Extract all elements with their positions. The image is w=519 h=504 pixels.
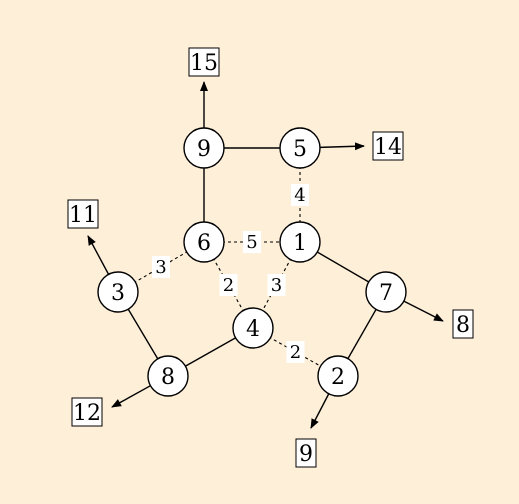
edge-weights-layer: 4 5 3 2 3 2 (152, 184, 309, 363)
output-box: 15 (188, 47, 220, 77)
node-label: 5 (293, 137, 307, 162)
node-label: 1 (293, 231, 307, 256)
edge-weight: 4 (291, 184, 309, 206)
output-box-label: 15 (190, 51, 218, 76)
node-circle (279, 127, 321, 169)
output-box-label: 8 (456, 313, 470, 338)
node-label: 7 (379, 281, 393, 306)
node-circle (232, 307, 274, 349)
edge-weight: 3 (152, 256, 170, 278)
output-box: 12 (71, 397, 103, 427)
node-n3: 3 (97, 271, 139, 313)
edge-weight-bg (286, 341, 305, 363)
edge-weight-label: 5 (246, 232, 257, 253)
edge-weight-label: 2 (223, 275, 234, 296)
output-arrow-n5 (319, 142, 365, 151)
output-box: 8 (452, 309, 474, 339)
node-n5: 5 (279, 127, 321, 169)
edge-weight-label: 3 (271, 275, 282, 296)
node-circle (279, 221, 321, 263)
node-n8: 8 (147, 355, 189, 397)
output-box-label: 12 (73, 401, 101, 426)
output-arrow-n7 (403, 300, 444, 322)
output-box: 14 (372, 131, 404, 161)
node-circle (183, 221, 225, 263)
node-n6: 6 (183, 221, 225, 263)
node-n7: 7 (365, 271, 407, 313)
node-label: 8 (161, 365, 175, 390)
node-label: 3 (111, 281, 125, 306)
edge-weight: 2 (219, 274, 238, 296)
edge-weight-bg (243, 231, 261, 253)
node-n4: 4 (232, 307, 274, 349)
edge-weight-bg (267, 274, 286, 296)
output-box: 11 (67, 199, 99, 229)
output-arrow-n3 (87, 235, 110, 275)
output-box-frame (71, 397, 103, 427)
edge-weight: 3 (267, 274, 286, 296)
node-label: 6 (197, 231, 211, 256)
output-box: 9 (295, 438, 317, 468)
edge-weight: 2 (286, 341, 305, 363)
node-label: 2 (331, 365, 345, 390)
output-box-frame (452, 309, 474, 339)
node-n9: 9 (183, 127, 225, 169)
edge-weight-label: 3 (155, 257, 166, 278)
node-circle (183, 127, 225, 169)
output-box-frame (67, 199, 99, 229)
node-n1: 1 (279, 221, 321, 263)
output-box-frame (372, 131, 404, 161)
node-label: 9 (197, 137, 211, 162)
edge-weight-label: 4 (294, 185, 305, 206)
output-box-label: 11 (69, 203, 97, 228)
output-arrow-n2 (310, 393, 330, 429)
node-circle (97, 271, 139, 313)
edge-weight-bg (152, 256, 170, 278)
node-circle (317, 355, 359, 397)
output-box-label: 9 (299, 442, 313, 467)
edge-weight-label: 2 (290, 342, 301, 363)
output-arrow-n8 (111, 385, 151, 408)
node-label: 4 (246, 317, 260, 342)
edge-weight-bg (291, 184, 309, 206)
output-box-frame (295, 438, 317, 468)
edge-weight: 5 (243, 231, 261, 253)
edge-weight-bg (219, 274, 238, 296)
node-circle (147, 355, 189, 397)
node-circle (365, 271, 407, 313)
node-n2: 2 (317, 355, 359, 397)
output-box-label: 14 (374, 135, 402, 160)
output-box-frame (188, 47, 220, 77)
